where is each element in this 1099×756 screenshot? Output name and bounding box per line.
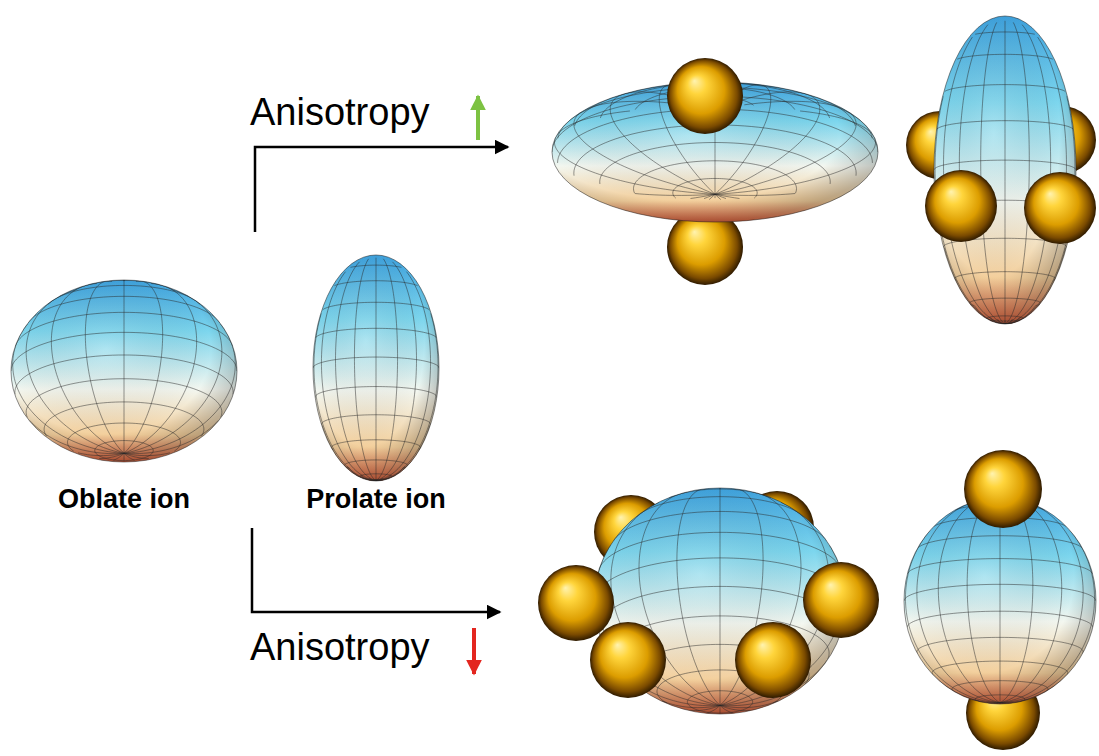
ion-shading <box>11 280 237 462</box>
meridian-line <box>321 272 376 481</box>
ion-outline <box>934 16 1076 324</box>
increase-arrow <box>476 96 480 140</box>
ion-shading <box>904 498 1096 704</box>
ligand-sphere <box>964 450 1042 528</box>
ligand-sphere <box>590 622 666 698</box>
meridian-line <box>938 499 1000 702</box>
ion-body <box>934 16 1076 324</box>
meridian-line <box>124 284 197 454</box>
meridian-line <box>314 314 376 481</box>
meridian-line <box>720 705 733 712</box>
meridian-line <box>376 259 398 481</box>
ion-grid <box>904 498 1096 704</box>
meridian-line <box>376 258 377 481</box>
meridian-line <box>26 290 124 453</box>
ion-ellipsoid <box>313 255 439 481</box>
meridian-line <box>124 453 135 460</box>
meridian-line <box>124 453 125 460</box>
meridian-line <box>376 272 431 481</box>
ion-grid <box>313 258 439 481</box>
ligand-sphere <box>735 622 811 698</box>
meridian-line <box>1000 498 1033 702</box>
meridian-line <box>1000 504 1083 703</box>
meridian-line <box>720 705 721 713</box>
meridian-line <box>13 324 124 453</box>
meridian-line <box>974 306 1005 324</box>
ion-body <box>11 280 237 462</box>
trend-bracket <box>255 147 508 232</box>
meridian-line <box>981 22 1005 323</box>
ligand-sphere <box>803 562 879 638</box>
meridian-line <box>124 453 170 456</box>
meridian-line <box>124 280 125 453</box>
ligand-sphere <box>538 565 614 641</box>
meridian-line <box>322 426 376 481</box>
ion-outline <box>11 280 237 462</box>
ion-outline <box>313 255 439 481</box>
meridian-line <box>1005 22 1029 323</box>
ion-shading <box>934 16 1076 324</box>
ion-label: Oblate ion <box>58 485 190 515</box>
meridian-line <box>715 111 876 194</box>
meridian-line <box>715 194 795 196</box>
trend-label: Anisotropy <box>250 92 430 134</box>
meridian-line <box>124 281 163 453</box>
meridian-line <box>336 262 376 481</box>
meridian-line <box>376 262 416 481</box>
meridian-line <box>720 705 750 710</box>
ion-shading <box>313 255 439 481</box>
ion-grid <box>11 280 237 461</box>
meridian-line <box>917 504 1000 703</box>
meridian-line <box>124 324 235 453</box>
ligand-sphere <box>925 170 997 242</box>
ion-ellipsoid <box>11 280 237 462</box>
ion-ellipsoid <box>934 16 1076 324</box>
ion-label: Prolate ion <box>306 485 446 515</box>
ion-ellipsoid <box>904 498 1096 704</box>
meridian-line <box>85 281 124 453</box>
meridian-line <box>720 701 778 708</box>
meridian-line <box>720 488 721 705</box>
meridian-line <box>944 248 1005 323</box>
meridian-line <box>1000 674 1068 703</box>
ion-body <box>313 255 439 481</box>
meridian-line <box>1000 531 1095 703</box>
meridian-line <box>124 420 218 453</box>
meridian-line <box>677 489 720 705</box>
meridian-line <box>715 194 721 199</box>
meridian-line <box>376 314 438 481</box>
ion-body <box>904 498 1096 704</box>
meridian-line <box>376 426 430 481</box>
meridian-line <box>1000 498 1001 703</box>
ion-outline <box>904 498 1096 704</box>
meridian-line <box>1005 25 1051 324</box>
meridian-line <box>1005 21 1006 324</box>
trend-bracket <box>252 528 500 612</box>
meridian-line <box>354 259 376 481</box>
meridian-line <box>1005 306 1036 324</box>
trend-label: Anisotropy <box>250 627 430 669</box>
decrease-arrow <box>472 628 476 674</box>
ligand-sphere <box>1024 172 1096 244</box>
ligand-sphere <box>667 58 743 134</box>
meridian-line <box>967 498 1000 702</box>
meridian-line <box>30 420 124 453</box>
meridian-line <box>124 290 222 453</box>
meridian-line <box>1000 499 1062 702</box>
meridian-line <box>1005 248 1066 323</box>
